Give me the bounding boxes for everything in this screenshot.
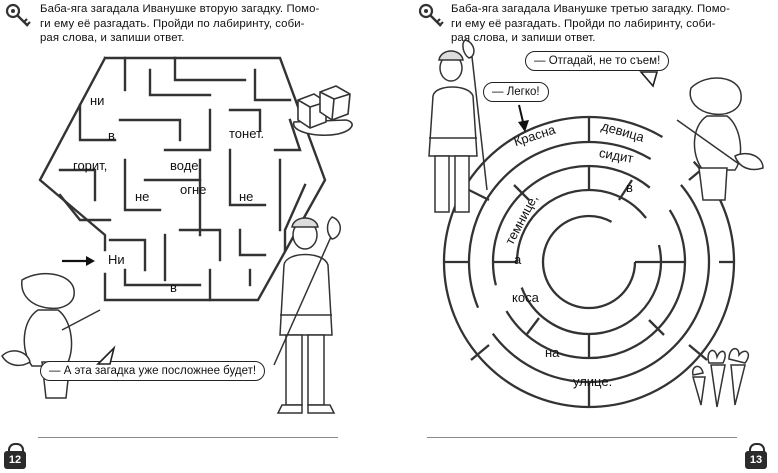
page-number: 12 (4, 451, 26, 469)
maze-word: на (545, 345, 560, 360)
answer-line (38, 437, 338, 438)
maze-word: а (514, 252, 522, 267)
maze-word: коса (512, 290, 539, 305)
task-text: Баба-яга загадала Иванушке третью загадк… (451, 3, 730, 45)
ice-cubes-illustration (293, 85, 353, 137)
circular-maze[interactable] (389, 0, 778, 473)
right-page: Баба-яга загадала Иванушке третью загадк… (389, 0, 778, 473)
maze-word: ни (90, 93, 105, 108)
bubble-tail (639, 71, 659, 88)
bubble-tail (96, 345, 116, 365)
speech-bubble-text: — Отгадай, не то съем! (534, 55, 661, 67)
speech-bubble: — А эта загадка уже посложнее будет! (40, 361, 266, 381)
maze-word: улице. (573, 374, 613, 389)
lock-icon (8, 443, 24, 454)
maze-word: огне (180, 182, 207, 197)
task-text: Баба-яга загадала Иванушке вторую загадк… (40, 3, 320, 45)
maze-word: Ни (108, 252, 125, 267)
hexagon-maze[interactable] (0, 0, 389, 473)
speech-bubble-top: — Отгадай, не то съем! (525, 51, 670, 71)
speech-bubble-text: — Легко! (492, 86, 540, 98)
maze-word: горит, (73, 158, 108, 173)
maze-word: не (135, 189, 150, 204)
speech-bubble-text: — А эта загадка уже посложнее будет! (49, 365, 257, 377)
speech-bubble-small: — Легко! (483, 82, 549, 102)
maze-word: воде (170, 158, 199, 173)
baba-yaga-illustration (676, 77, 764, 201)
maze-word: тонет. (229, 126, 265, 141)
key-icon (5, 3, 31, 27)
maze-word: в (170, 280, 177, 295)
left-page: Баба-яга загадала Иванушке вторую загадк… (0, 0, 389, 473)
answer-line (427, 437, 737, 438)
lock-icon (749, 443, 765, 454)
ivan-illustration (428, 39, 488, 213)
maze-word: в (626, 180, 633, 195)
maze-word: не (239, 189, 254, 204)
entry-arrow (518, 104, 524, 123)
maze-word: в (108, 128, 115, 143)
page-number: 13 (745, 451, 767, 469)
carrots-illustration (692, 347, 750, 408)
key-icon (418, 3, 444, 27)
ivan-illustration (273, 216, 341, 414)
